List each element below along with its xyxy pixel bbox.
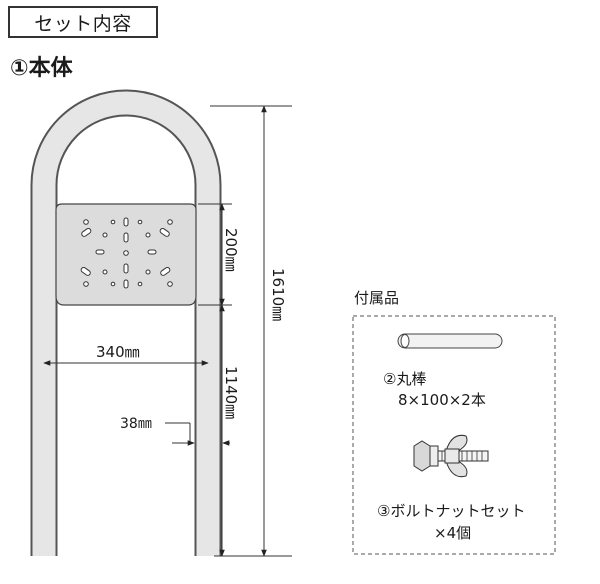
bolt-nut-icon bbox=[413, 434, 489, 478]
stand-frame bbox=[30, 89, 222, 556]
bolt-nut-spec: ×4個 bbox=[434, 524, 471, 542]
plate-height-dimension bbox=[198, 203, 232, 306]
stand-frame-fill bbox=[32, 91, 220, 556]
width-label: 340㎜ bbox=[96, 343, 140, 361]
set-contents-title: セット内容 bbox=[8, 6, 158, 38]
round-bar-icon bbox=[397, 333, 503, 349]
set-contents-label: セット内容 bbox=[34, 12, 132, 35]
accessories-title: 付属品 bbox=[354, 289, 399, 307]
plate-holes bbox=[80, 217, 173, 289]
round-bar-label: ②丸棒 bbox=[383, 370, 426, 388]
total-height-label: 1610㎜ bbox=[269, 268, 287, 321]
leg-height-label: 1140㎜ bbox=[222, 366, 240, 419]
pipe-diameter-dimension bbox=[165, 422, 230, 446]
bolt-nut-label: ③ボルトナットセット bbox=[377, 502, 525, 520]
round-bar-spec: 8×100×2本 bbox=[398, 391, 486, 409]
pipe-diameter-label: 38㎜ bbox=[120, 416, 152, 432]
accessories-box bbox=[352, 315, 556, 555]
main-body-heading: ①本体 bbox=[10, 56, 73, 81]
plate-height-label: 200㎜ bbox=[222, 228, 240, 272]
total-height-dimension bbox=[210, 105, 292, 557]
